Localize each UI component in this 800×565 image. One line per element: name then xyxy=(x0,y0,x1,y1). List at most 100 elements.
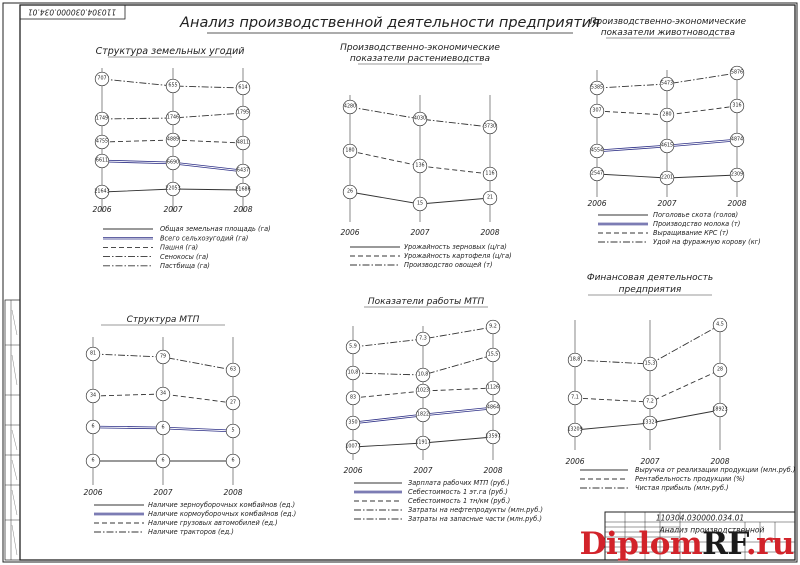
data-point xyxy=(94,134,110,150)
legend-label: Пашня (га) xyxy=(160,244,198,252)
data-label: 13324 xyxy=(642,420,657,426)
watermark-logo: DiplomRF.ru xyxy=(579,526,795,562)
data-point xyxy=(567,352,583,368)
data-point xyxy=(345,390,361,406)
series-line xyxy=(596,72,738,89)
left-margin-stamp xyxy=(4,299,21,561)
legend-label: Чистая прибыль (млн.руб.) xyxy=(635,484,729,492)
data-label: 707 xyxy=(97,76,106,82)
data-label: 316 xyxy=(732,103,741,109)
series-line xyxy=(349,106,491,128)
data-label: 307 xyxy=(592,108,601,114)
data-point xyxy=(155,349,171,365)
x-tick-label: 2008 xyxy=(727,199,746,208)
data-point xyxy=(729,98,745,114)
data-label: 1746 xyxy=(167,115,179,121)
watermark-part1: Diplom xyxy=(579,526,703,562)
data-label: 83 xyxy=(350,395,356,401)
data-label: 81 xyxy=(90,351,96,357)
data-point xyxy=(659,138,675,154)
x-tick-label: 2007 xyxy=(657,199,676,208)
data-point xyxy=(94,153,110,169)
data-label: 6 xyxy=(91,424,94,430)
x-tick-label: 2008 xyxy=(480,228,499,237)
title-block: 110304.030000.034.01 Анализ производстве… xyxy=(604,511,796,561)
title-block-text: Анализ производственной xyxy=(659,526,765,535)
data-label: 136 xyxy=(415,163,424,169)
data-label: 5385 xyxy=(591,85,603,91)
chart-title: Показатели работы МТП xyxy=(368,297,485,307)
x-tick-label: 2007 xyxy=(410,228,429,237)
data-label: 21643 xyxy=(94,189,109,195)
legend-label: Наличие зерноуборочных комбайнов (ед.) xyxy=(148,501,295,509)
data-label: 180 xyxy=(345,148,354,154)
data-point xyxy=(589,166,605,182)
chart-title: предприятия xyxy=(619,285,682,295)
data-label: 4554 xyxy=(591,148,603,154)
data-point xyxy=(415,435,431,451)
legend-label: Наличие тракторов (ед.) xyxy=(148,528,234,536)
x-tick-label: 2006 xyxy=(565,457,584,466)
data-point xyxy=(567,390,583,406)
chart-livestock: Производственно-экономическиепоказатели … xyxy=(587,17,760,246)
data-label: 13597 xyxy=(485,434,500,440)
data-point xyxy=(589,103,605,119)
data-point xyxy=(659,76,675,92)
data-label: 7,1 xyxy=(571,395,579,401)
data-point xyxy=(165,155,181,171)
data-label: 4615 xyxy=(661,143,673,149)
legend-label: Рентабельность продукции (%) xyxy=(635,475,745,483)
x-tick-label: 2006 xyxy=(92,205,111,214)
series-line xyxy=(352,326,494,348)
data-point xyxy=(589,143,605,159)
data-point xyxy=(485,380,501,396)
data-point xyxy=(165,110,181,126)
chart-title: показатели животноводства xyxy=(601,28,735,38)
x-tick-label: 2006 xyxy=(83,488,102,497)
data-point xyxy=(712,362,728,378)
legend-label: Наличие кормоуборочных комбайнов (ед.) xyxy=(148,510,296,518)
data-label: 28 xyxy=(717,367,723,373)
legend-label: Затраты на запасные части (млн.руб.) xyxy=(408,515,542,523)
sheet-title: Анализ производственной деятельности пре… xyxy=(179,15,600,31)
data-label: 34 xyxy=(90,393,96,399)
data-label: 15,3 xyxy=(645,361,656,367)
legend-label: Удой на фуражную корову (кг) xyxy=(653,238,761,246)
chart-title: показатели растениеводства xyxy=(350,54,490,64)
data-point xyxy=(155,453,171,469)
data-point xyxy=(412,196,428,212)
x-tick-label: 2006 xyxy=(340,228,359,237)
data-point xyxy=(729,132,745,148)
legend-label: Сенокосы (га) xyxy=(160,253,209,261)
data-label: 1749 xyxy=(96,116,108,122)
chart-crop: Производственно-экономическиепоказатели … xyxy=(340,43,512,269)
data-point xyxy=(642,415,658,431)
data-label: 6 xyxy=(91,458,94,464)
data-point xyxy=(235,182,251,198)
data-label: 34 xyxy=(160,391,166,397)
series-line xyxy=(101,112,244,120)
data-point xyxy=(415,383,431,399)
data-point xyxy=(85,419,101,435)
chart-title: Финансовая деятельность xyxy=(587,273,713,283)
legend-label: Общая земельная площадь (га) xyxy=(160,225,271,233)
data-point xyxy=(482,166,498,182)
data-label: 27 xyxy=(230,400,236,406)
data-point xyxy=(235,135,251,151)
data-label: 6 xyxy=(231,458,234,464)
x-tick-label: 2007 xyxy=(640,457,659,466)
inner-frame xyxy=(19,4,796,561)
data-label: 22053 xyxy=(165,186,180,192)
data-point xyxy=(345,415,361,431)
data-label: 4864 xyxy=(487,405,499,411)
legend-label: Всего сельхозугодий (га) xyxy=(160,234,248,242)
data-point xyxy=(485,347,501,363)
data-point xyxy=(342,99,358,115)
data-point xyxy=(415,367,431,383)
data-point xyxy=(94,111,110,127)
series-line xyxy=(92,353,234,371)
data-label: 1023 xyxy=(417,388,429,394)
